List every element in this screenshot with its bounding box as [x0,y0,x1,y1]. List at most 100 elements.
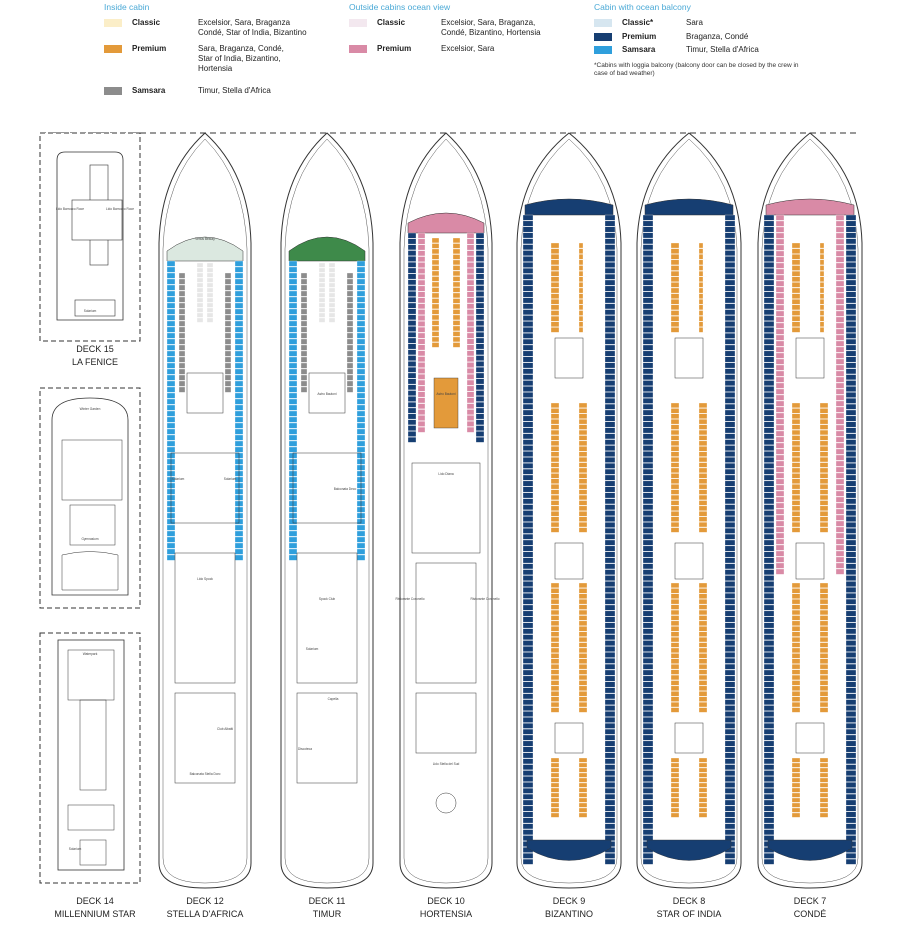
cabin [763,315,775,321]
cabin [845,711,857,717]
cabin [670,254,680,260]
cabin [845,380,857,386]
cabin [550,707,560,713]
cabin [407,355,417,361]
cabin [823,276,833,282]
venue-label: Lido Spock [197,577,213,581]
cabin [452,254,461,260]
cabin [791,265,801,271]
cabin [224,320,232,327]
cabin [670,489,680,495]
cabin [407,273,417,280]
cabin [166,308,176,315]
aft-lounge [296,692,358,784]
cabin [578,522,588,528]
venue-label: Winter Garden [80,407,101,411]
cabin [604,398,616,404]
cabin [819,588,829,594]
cabin [431,248,440,255]
cabin [604,285,616,292]
cabin [835,448,845,455]
cabin [775,424,785,431]
venue-label: Solarium [224,477,237,481]
legend-swatch [104,45,122,53]
cabin [578,812,588,818]
cabin [845,232,857,239]
cabin [328,307,336,313]
cabin [417,350,426,357]
cabin [698,505,708,511]
cabin [845,220,857,227]
cabin [670,658,680,664]
cabin [407,337,417,344]
cabin [724,545,736,552]
cabin [642,788,654,794]
cabin [698,767,708,773]
cabin [550,494,560,501]
cabin [670,680,680,686]
cabin [578,702,588,708]
venue-label: Balconata Deco [334,487,357,491]
cabin [845,740,857,747]
cabin [775,538,785,545]
cabin [763,427,775,434]
cabin [604,770,616,776]
cabin [791,429,801,436]
cabin [763,687,775,694]
cabin [775,232,785,239]
cabin [550,419,560,425]
cabin [819,435,829,441]
cabin [604,569,616,576]
cabin [417,326,426,333]
cabin [835,220,845,227]
cabin [698,777,708,783]
cabin [582,327,592,333]
cabin [206,307,214,313]
cabin [288,326,298,333]
cabin [670,505,680,511]
cabin [417,309,426,315]
cabin [288,440,298,447]
cabin [670,767,680,773]
cabin [234,428,244,435]
cabin [224,332,232,339]
cabin [670,802,680,808]
cabin [166,410,176,417]
cabin [763,338,775,345]
legend-ships: Timur, Stella d'Africa [686,45,759,54]
cabin [466,238,475,245]
cabin [724,315,736,321]
cabin [670,626,680,632]
cabin [791,674,801,681]
cabin [417,238,426,245]
cabin [642,539,654,546]
cabin [522,327,534,333]
cabin [845,811,857,818]
cabin [819,408,829,414]
cabin [604,829,616,836]
cabin [407,367,417,373]
cabin [642,711,654,717]
cabin [823,327,833,333]
deck-name-label: LA FENICE [72,357,118,367]
cabin [670,588,680,594]
cabin [300,314,308,321]
cabin [178,380,186,387]
cabin [604,291,616,298]
cabin [724,279,736,286]
cabin [604,421,616,428]
cabin [604,622,616,629]
aft-area [174,552,236,684]
cabin [604,350,616,357]
cabin [522,581,534,587]
legend-ships: Excelsior, Sara, Braganza Condé, Star of… [198,18,307,37]
venue-label: Venus Beauty [195,237,215,241]
cabin [670,327,680,333]
cabin [604,297,616,304]
cabin [604,699,616,706]
cabin [466,332,475,339]
cabin [819,797,829,803]
cabin [550,626,560,632]
cabin [452,281,461,288]
hull-inner [520,138,618,884]
